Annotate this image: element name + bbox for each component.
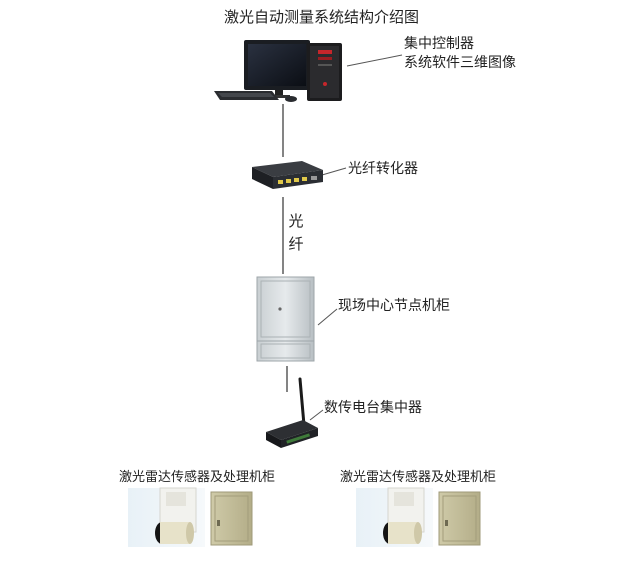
mouse [285, 96, 297, 102]
converter-label: 光纤转化器 [348, 161, 418, 177]
controller-label-line1: 集中控制器 [404, 36, 474, 52]
connector-lines [282, 104, 288, 392]
monitor-screen [248, 44, 306, 86]
controller-label-line2: 系统软件三维图像 [404, 55, 516, 71]
fiber-label: 光纤 [288, 212, 304, 253]
sensor-left-label: 激光雷达传感器及处理机柜 [119, 470, 276, 485]
fiber-converter-icon [252, 161, 323, 189]
leader-lines [309, 54, 403, 421]
radio-concentrator-icon [266, 377, 318, 448]
sensor-photo-right [356, 487, 482, 547]
page-title: 激光自动测量系统结构介绍图 [223, 8, 419, 26]
cabinet-label: 现场中心节点机柜 [338, 298, 450, 314]
controller-label: 集中控制器 系统软件三维图像 [404, 35, 516, 73]
sensor-photo-left [128, 487, 254, 547]
antenna [298, 377, 306, 427]
radio-label: 数传电台集中器 [324, 400, 422, 416]
node-cabinet-icon [256, 276, 315, 362]
computer-icon [214, 40, 342, 102]
sensor-right-label: 激光雷达传感器及处理机柜 [340, 470, 497, 485]
